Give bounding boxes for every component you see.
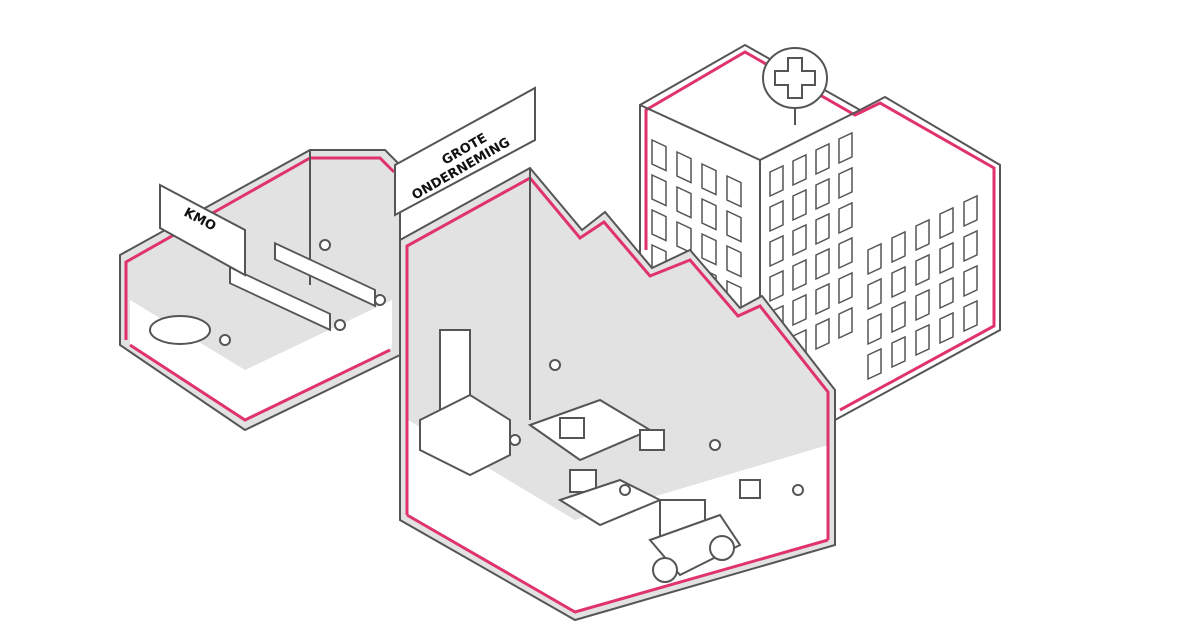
window: [676, 185, 692, 219]
window: [939, 276, 954, 310]
person-icon: [374, 294, 386, 306]
person-icon: [219, 334, 231, 346]
window: [838, 236, 853, 270]
window: [676, 150, 692, 184]
box-icon: [739, 479, 761, 499]
window: [915, 253, 930, 287]
window: [701, 197, 717, 231]
box-icon: [639, 429, 665, 451]
window: [867, 312, 882, 346]
window: [939, 311, 954, 345]
window: [815, 212, 830, 246]
window: [651, 208, 667, 242]
forklift-wheel: [709, 535, 735, 561]
person-icon: [509, 434, 521, 446]
factory-floor-accent: [406, 513, 829, 614]
forklift-wheel: [652, 557, 678, 583]
factory-accent-line: [405, 176, 830, 540]
window: [963, 229, 978, 263]
window: [701, 232, 717, 266]
person-icon: [619, 484, 631, 496]
window: [701, 162, 717, 196]
window: [891, 335, 906, 369]
window: [867, 277, 882, 311]
window: [838, 166, 853, 200]
sme-floor-accent: [129, 343, 391, 422]
window: [939, 206, 954, 240]
window: [792, 258, 807, 292]
window: [838, 131, 853, 165]
person-icon: [549, 359, 561, 371]
round-table: [149, 315, 211, 345]
window: [963, 264, 978, 298]
sme-floor: [130, 300, 392, 420]
window: [939, 241, 954, 275]
window: [769, 269, 784, 303]
window: [963, 299, 978, 333]
window: [815, 247, 830, 281]
window: [867, 242, 882, 276]
window: [815, 317, 830, 351]
window: [651, 138, 667, 172]
work-desk: [229, 265, 331, 332]
machine-base: [419, 393, 511, 477]
person-icon: [709, 439, 721, 451]
window: [726, 244, 742, 278]
window: [915, 323, 930, 357]
window: [891, 300, 906, 334]
window: [838, 306, 853, 340]
window: [891, 265, 906, 299]
window: [815, 282, 830, 316]
window: [838, 271, 853, 305]
window: [792, 153, 807, 187]
window: [769, 199, 784, 233]
window: [915, 288, 930, 322]
person-icon: [319, 239, 331, 251]
window: [792, 223, 807, 257]
cross-icon: [774, 57, 816, 99]
factory-building: [399, 166, 836, 622]
window: [792, 188, 807, 222]
window: [867, 347, 882, 381]
window: [792, 293, 807, 327]
window: [891, 230, 906, 264]
window: [726, 209, 742, 243]
hospital-roof-edge: [639, 104, 761, 161]
window: [815, 142, 830, 176]
hospital-roof-edge: [759, 109, 861, 161]
person-icon: [792, 484, 804, 496]
window: [815, 177, 830, 211]
window: [769, 234, 784, 268]
window: [726, 174, 742, 208]
person-icon: [334, 319, 346, 331]
window: [963, 194, 978, 228]
window: [838, 201, 853, 235]
hospital-accent-line: [644, 50, 996, 412]
box-icon: [559, 417, 585, 439]
window: [769, 164, 784, 198]
window: [915, 218, 930, 252]
window: [651, 173, 667, 207]
